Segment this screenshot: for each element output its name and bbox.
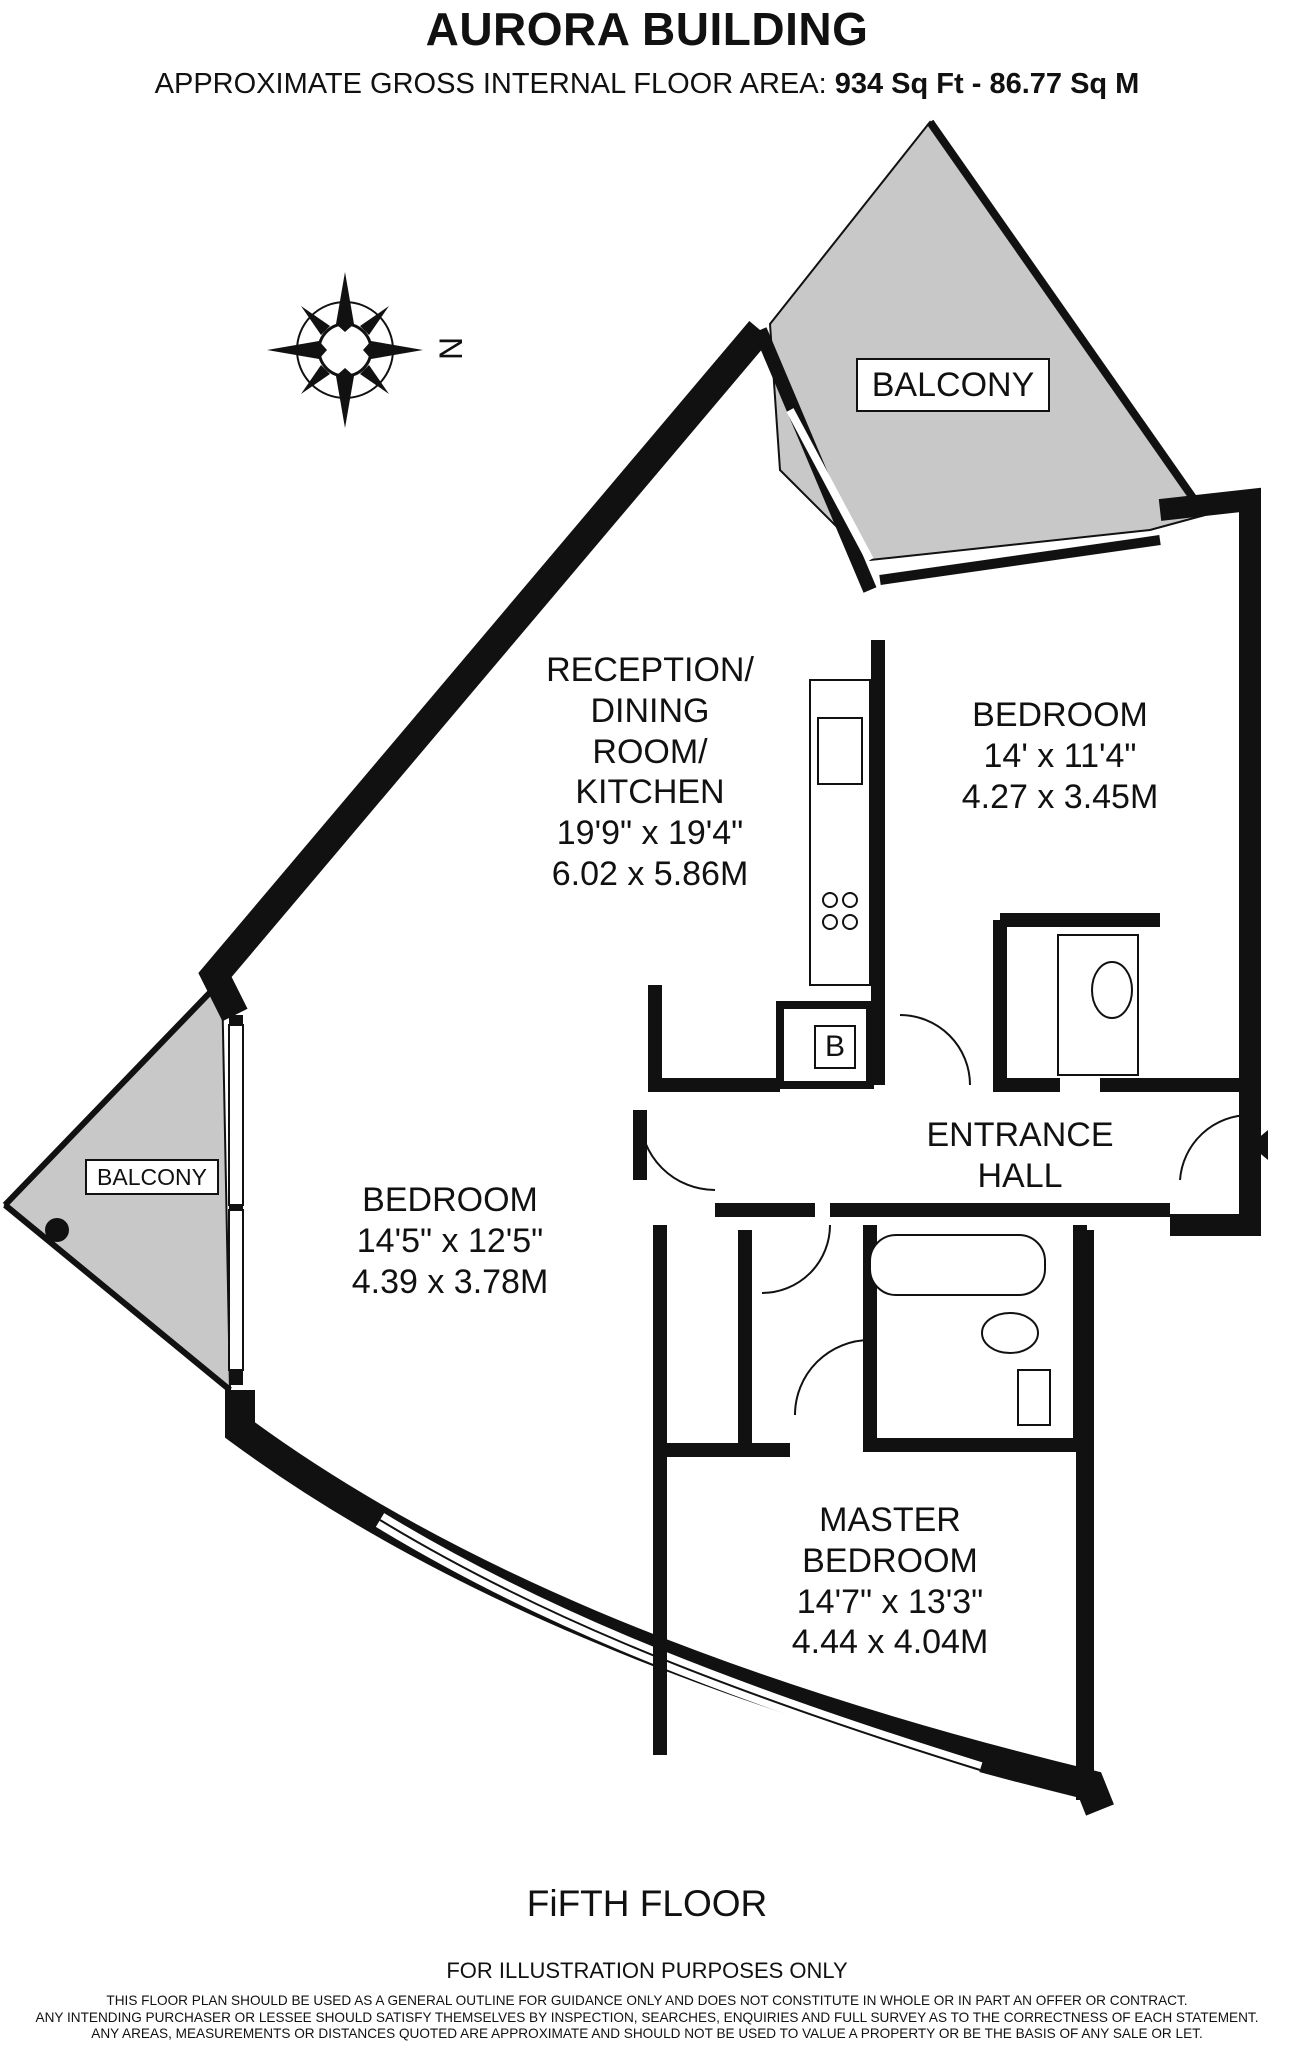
toilet-ensuite-icon [1091, 961, 1133, 1019]
illustration-note: FOR ILLUSTRATION PURPOSES ONLY [446, 1958, 848, 1983]
balcony-top-rail [926, 119, 1209, 518]
boiler-label: B [814, 1025, 856, 1069]
toilet-bathroom-icon [981, 1312, 1039, 1354]
balcony-left-rail [2, 977, 225, 1208]
bathtub-icon [869, 1234, 1046, 1296]
balcony-marker [45, 1218, 69, 1242]
entrance-hall-label: ENTRANCE HALL [926, 1116, 1114, 1195]
reception-label: RECEPTION/ DINING ROOM/ KITCHEN 19'9" x … [546, 651, 754, 893]
north-label: N [433, 336, 470, 361]
floor-area-sqm: 86.77 Sq M [989, 68, 1140, 100]
window-left-upper [228, 1024, 244, 1206]
floor-area-label: APPROXIMATE GROSS INTERNAL FLOOR AREA: [154, 68, 827, 100]
balcony-left-label: BALCONY [85, 1159, 219, 1195]
master-bedroom-label: MASTER BEDROOM 14'7" x 13'3" 4.44 x 4.04… [791, 1501, 989, 1662]
hob-icon [822, 892, 838, 908]
interior-walls [633, 640, 1250, 1755]
entrance-arrow-icon [1250, 1130, 1268, 1160]
floor-name: FiFTH FLOOR [526, 1883, 768, 1924]
window-left-lower [228, 1209, 244, 1371]
bedroom-ne-label: BEDROOM 14' x 11'4" 4.27 x 3.45M [961, 696, 1159, 816]
door-swings [639, 1014, 1251, 1416]
kitchen-sink-icon [817, 717, 863, 785]
floor-area: APPROXIMATE GROSS INTERNAL FLOOR AREA: 9… [0, 68, 1294, 101]
floor-area-sqft: 934 Sq Ft [834, 68, 964, 100]
disclaimer: THIS FLOOR PLAN SHOULD BE USED AS A GENE… [35, 1993, 1259, 2042]
window-balcony-left [786, 408, 874, 562]
compass-rose-icon [267, 272, 423, 428]
floor-area-separator: - [971, 68, 982, 100]
balcony-top-label: BALCONY [856, 358, 1050, 412]
basin-icon [1017, 1369, 1051, 1426]
building-title: AURORA BUILDING [425, 3, 869, 55]
bedroom-w-label: BEDROOM 14'5" x 12'5" 4.39 x 3.78M [351, 1181, 549, 1301]
